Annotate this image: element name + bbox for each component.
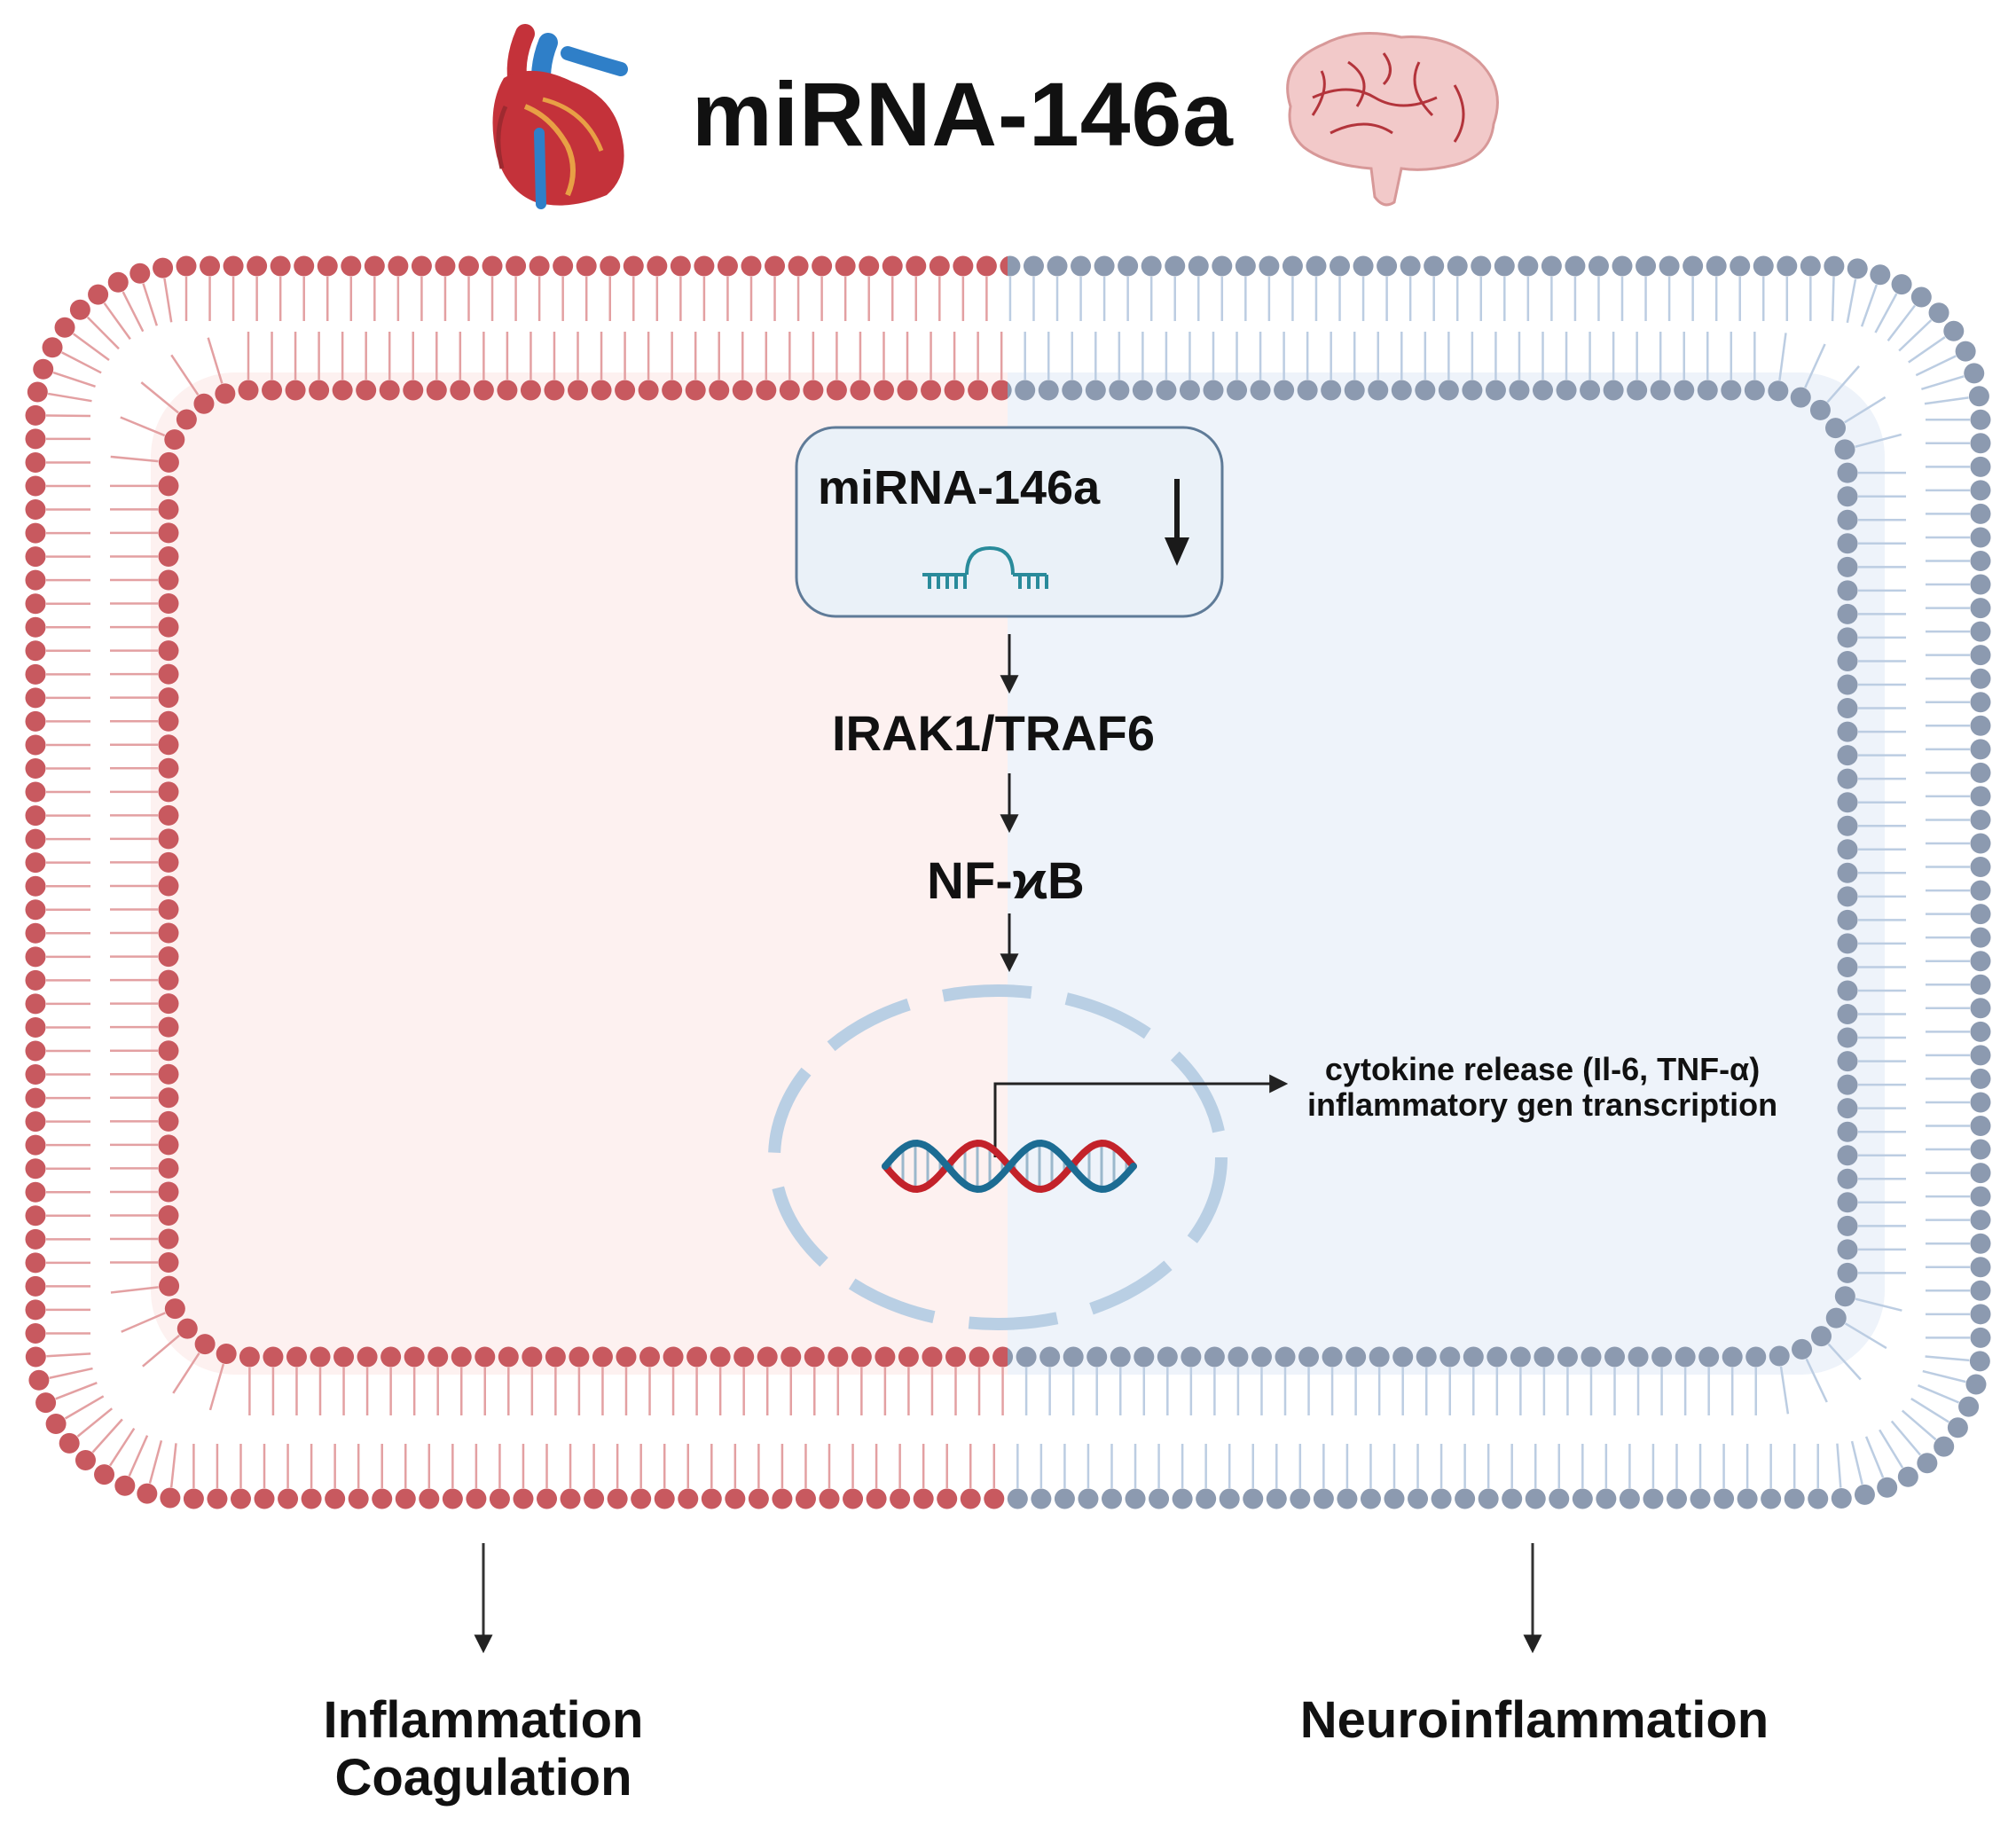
brain-icon: [1286, 32, 1499, 207]
outcome-inflammation: Inflammation: [323, 1691, 644, 1749]
dna-helix-icon: [882, 1139, 1137, 1194]
nucleus-output-line-transcription: inflammatory gen transcription: [1307, 1086, 1778, 1124]
outcome-right: Neuroinflammation: [1277, 1691, 1792, 1750]
pathway-step-nfkb: NF-ϰB: [927, 852, 1085, 910]
outcome-neuroinflammation: Neuroinflammation: [1299, 1691, 1769, 1749]
transcription-arrow: [993, 1074, 1289, 1157]
cell-membrane-right: [1008, 255, 1991, 1509]
outcome-left: Inflammation Coagulation: [297, 1691, 670, 1807]
arrow-down-icon: [1165, 479, 1189, 566]
cytoplasm: [151, 372, 1885, 1375]
mirna-box-label: miRNA-146a: [818, 461, 1101, 514]
heart-icon: [492, 24, 628, 209]
nucleus-output-label: cytokine release (Il-6, TNF-α) inflammat…: [1307, 1051, 1778, 1124]
pathway-step-irak1-traf6: IRAK1/TRAF6: [832, 705, 1156, 761]
mirna-regulation-box: [795, 426, 1224, 618]
nucleus-output-line-cytokine: cytokine release (Il-6, TNF-α): [1324, 1051, 1761, 1087]
outcome-coagulation: Coagulation: [334, 1748, 632, 1807]
nucleus-envelope: [768, 984, 1228, 1330]
mirna-hairpin-icon: [922, 545, 1048, 589]
diagram-title: miRNA-146a: [692, 64, 1234, 165]
cell-membrane-left: [25, 255, 1008, 1509]
